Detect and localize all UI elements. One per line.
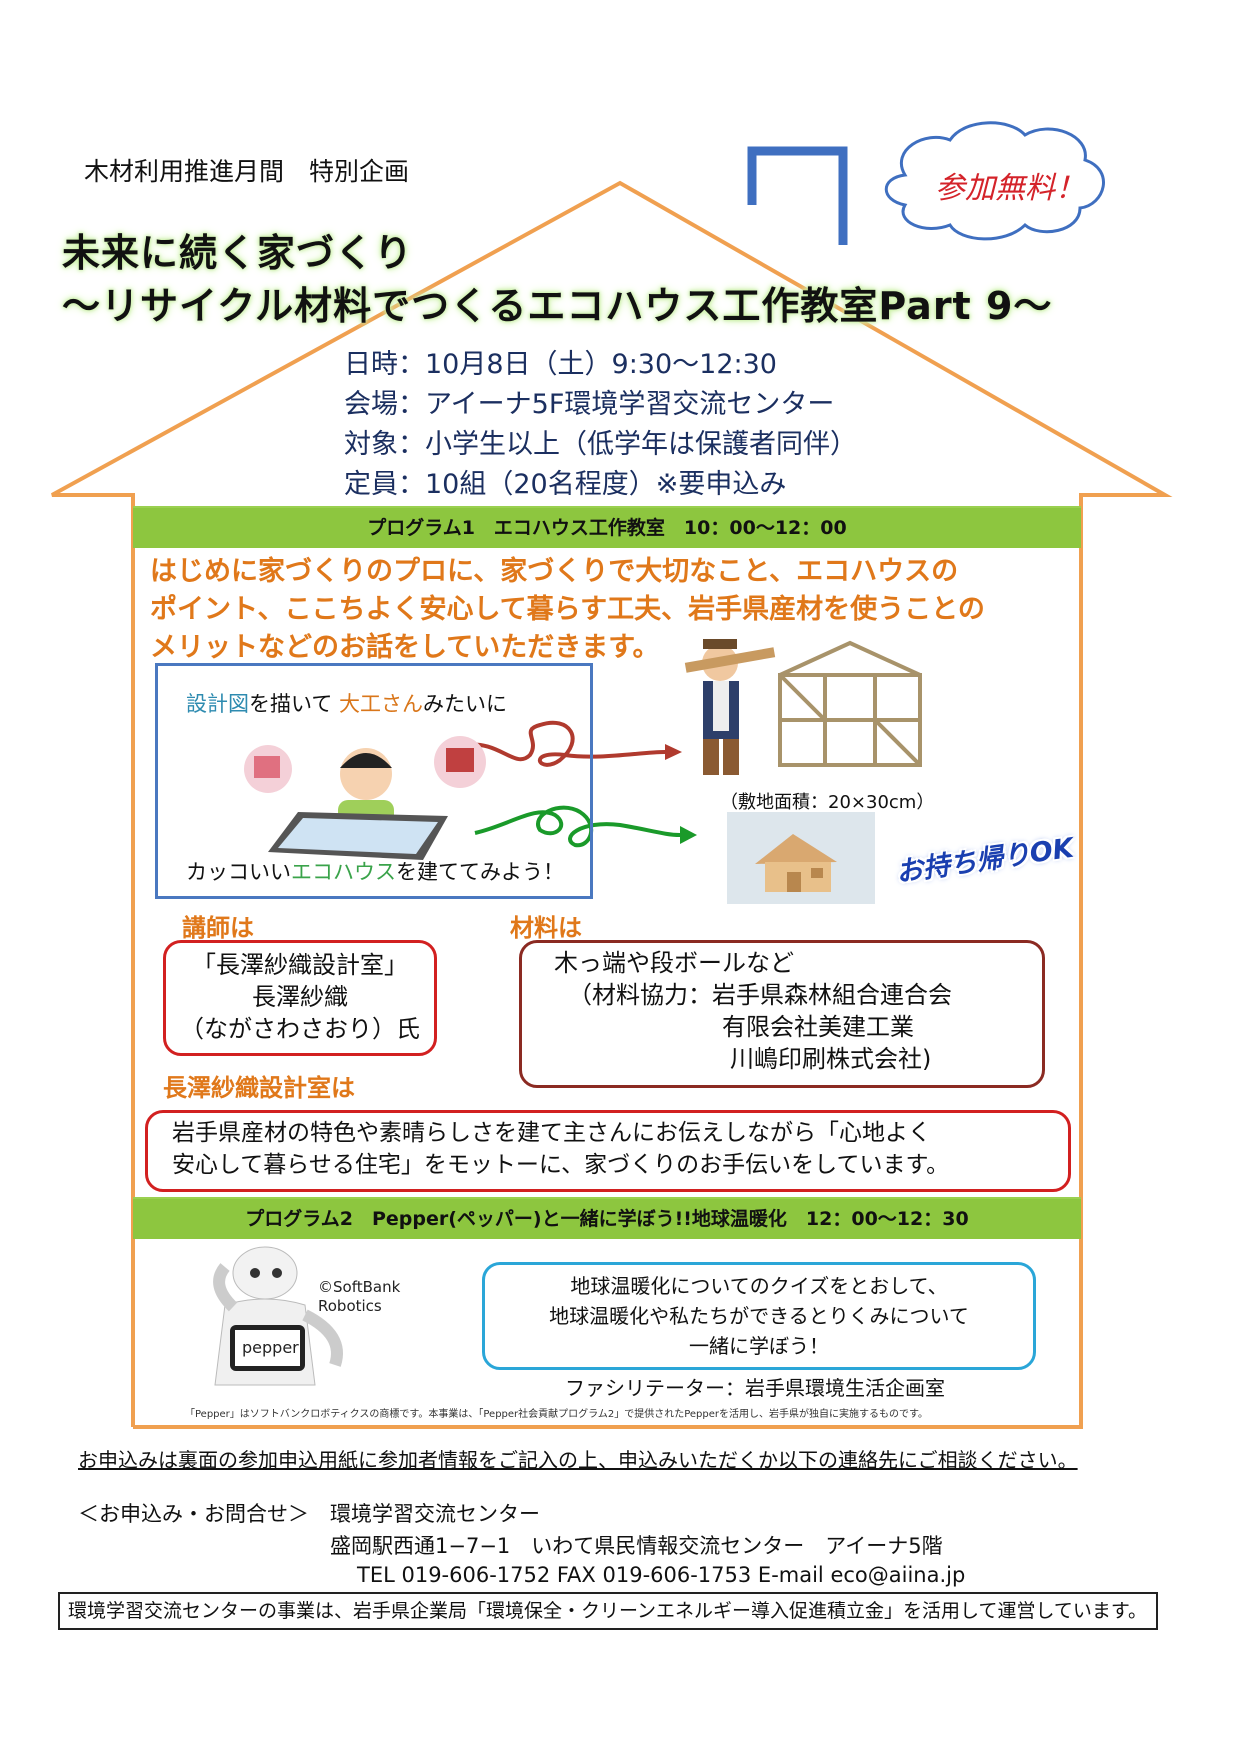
program1-title: プログラム1 エコハウス工作教室 10：00～12：00 [367,517,847,539]
copyright-line: Robotics [318,1297,382,1315]
info-venue: 会場：アイーナ5F環境学習交流センター [344,389,835,420]
program2-band: プログラム2 Pepper(ペッパー)と一緒に学ぼう!!地球温暖化 12：00～… [133,1197,1081,1239]
office-line: 岩手県産材の特色や素晴らしさを建て主さんにお伝えしながら「心地よく [172,1120,931,1146]
program2-title: プログラム2 Pepper(ペッパー)と一緒に学ぼう!!地球温暖化 12：00～… [245,1208,969,1230]
caption-word: 設計図 [186,692,249,716]
info-capacity: 定員：10組（20名程度）※要申込み [344,469,787,500]
caption-word: エコハウス [291,860,396,884]
caption-word: みたいに [423,692,508,716]
info-datetime: 日時：10月8日（土）9:30～12:30 [344,349,777,380]
event-title-line1: 未来に続く家づくり [62,231,414,275]
caption-word: 大工さん [339,692,424,716]
program1-intro: はじめに家づくりのプロに、家づくりで大切なこと、エコハウスの ポイント、ここちよ… [150,553,1070,667]
intro-line: メリットなどのお話をしていただきます。 [150,632,660,663]
footer-note-box: 環境学習交流センターの事業は、岩手県企業局「環境保全・クリーンエネルギー導入促進… [58,1592,1158,1630]
free-admission-badge: 参加無料！ [935,171,1085,206]
pepper-robot-illustration [213,1246,343,1386]
materials-line: 木っ端や段ボールなど [554,949,794,977]
contact-address: 盛岡駅西通1−7−1 いわて県民情報交流センター アイーナ5階 [330,1534,943,1558]
instructor-line: （ながさわさおり）氏 [180,1015,420,1043]
contact-phone-email: TEL 019-606-1752 FAX 019-606-1753 E-mail… [357,1563,966,1587]
instructor-line: 長澤紗織 [252,983,348,1011]
facilitator: ファシリテーター：岩手県環境生活企画室 [565,1376,945,1400]
house-model-photo [727,812,875,904]
child-drawing-illustration [244,736,486,860]
footer-note: 環境学習交流センターの事業は、岩手県企業局「環境保全・クリーンエネルギー導入促進… [68,1600,1148,1622]
materials-line: （材料協力：岩手県森林組合連合会 [568,981,952,1009]
copyright-line: ©SoftBank [318,1278,401,1296]
intro-line: ポイント、ここちよく安心して暮らす工夫、岩手県産材を使うことの [150,594,985,625]
pepper-copyright: ©SoftBank Robotics [318,1278,400,1316]
instructor-box: 「長澤紗織設計室」 長澤紗織 （ながさわさおり）氏 [163,940,437,1056]
materials-line: 有限会社美建工業 [722,1013,914,1041]
materials-line: 川嶋印刷株式会社) [730,1045,932,1073]
pepper-tablet-label: pepper [242,1338,299,1357]
info-target: 対象：小学生以上（低学年は保護者同伴） [344,429,857,460]
event-subtitle: 木材利用推進月間 特別企画 [84,157,410,186]
office-heading: 長澤紗織設計室は [163,1074,355,1102]
instructor-heading: 講師は [182,914,254,942]
office-description-box: 岩手県産材の特色や素晴らしさを建て主さんにお伝えしながら「心地よく 安心して暮ら… [145,1110,1071,1192]
program1-band: プログラム1 エコハウス工作教室 10：00～12：00 [133,506,1081,548]
application-note: お申込みは裏面の参加申込用紙に参加者情報をご記入の上、申込みいただくか以下の連絡… [78,1448,1078,1472]
caption-word: を建ててみよう！ [396,860,564,884]
caption-top: 設計図を描いて 大工さんみたいに [186,688,507,718]
carpenter-illustration [684,639,922,775]
contact-label: ＜お申込み・お問合せ＞ 環境学習交流センター [78,1502,540,1526]
quiz-line: 地球温暖化についてのクイズをとおして、 [570,1274,948,1298]
materials-box: 木っ端や段ボールなど （材料協力：岩手県森林組合連合会 有限会社美建工業 川嶋印… [519,940,1045,1088]
intro-line: はじめに家づくりのプロに、家づくりで大切なこと、エコハウスの [150,556,959,587]
design-illustration-frame: 設計図を描いて 大工さんみたいに カッコいいエコハウスを建ててみよう！ [155,663,593,899]
materials-heading: 材料は [510,914,582,942]
office-line: 安心して暮らせる住宅」をモットーに、家づくりのお手伝いをしています。 [172,1152,950,1178]
trademark-note: 「Pepper」はソフトバンクロボティクスの商標です。本事業は、「Pepper社… [185,1409,929,1420]
caption-bottom: カッコいいエコハウスを建ててみよう！ [186,856,564,886]
quiz-box: 地球温暖化についてのクイズをとおして、 地球温暖化や私たちができるとりくみについ… [482,1262,1036,1370]
quiz-line: 地球温暖化や私たちができるとりくみについて [549,1304,969,1328]
instructor-line: 「長澤紗織設計室」 [192,951,408,979]
caption-word: カッコいい [186,860,291,884]
event-title-line2: ～リサイクル材料でつくるエコハウス工作教室Part 9～ [62,284,1053,328]
caption-word: を描いて [249,692,340,716]
quiz-line: 一緒に学ぼう！ [689,1334,829,1358]
site-area-note: （敷地面積：20×30cm） [720,792,935,813]
